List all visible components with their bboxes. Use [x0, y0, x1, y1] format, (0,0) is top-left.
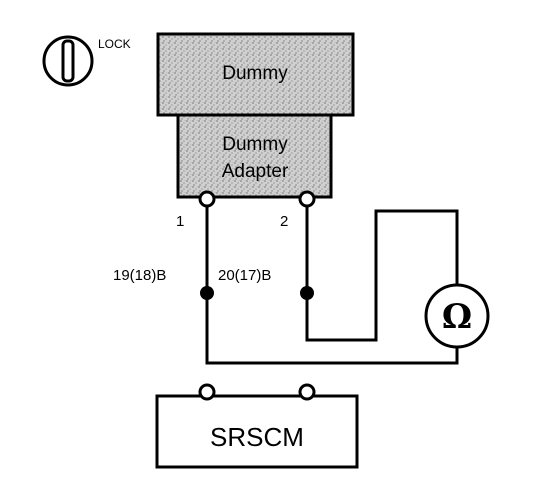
wire-pin2-to-meter — [305, 204, 459, 342]
srscm-box — [155, 394, 359, 469]
connector-label-left: 19(18)B — [113, 267, 166, 284]
wire-pin1-to-srscm — [205, 204, 459, 365]
terminal-label-1: 1 — [176, 213, 184, 230]
dummy-adapter-box — [176, 113, 333, 199]
ignition-key-lock-icon — [42, 35, 94, 87]
ohmmeter-icon — [424, 283, 490, 349]
connector-dot-right — [300, 286, 314, 300]
adapter-terminal-2 — [298, 190, 316, 208]
srscm-terminal-left — [198, 383, 216, 401]
adapter-label-line1: Dummy — [222, 134, 288, 155]
adapter-label-line2: Adapter — [222, 161, 289, 182]
dummy-label: Dummy — [222, 63, 288, 84]
connector-label-right: 20(17)B — [218, 267, 271, 284]
dummy-box — [156, 32, 355, 117]
terminal-label-2: 2 — [280, 213, 288, 230]
srscm-terminal-right — [298, 383, 316, 401]
lock-label: LOCK — [98, 37, 131, 51]
connector-dot-left — [200, 286, 214, 300]
srscm-label: SRSCM — [210, 422, 304, 452]
adapter-terminal-1 — [198, 190, 216, 208]
ohm-symbol: Ω — [442, 297, 472, 337]
